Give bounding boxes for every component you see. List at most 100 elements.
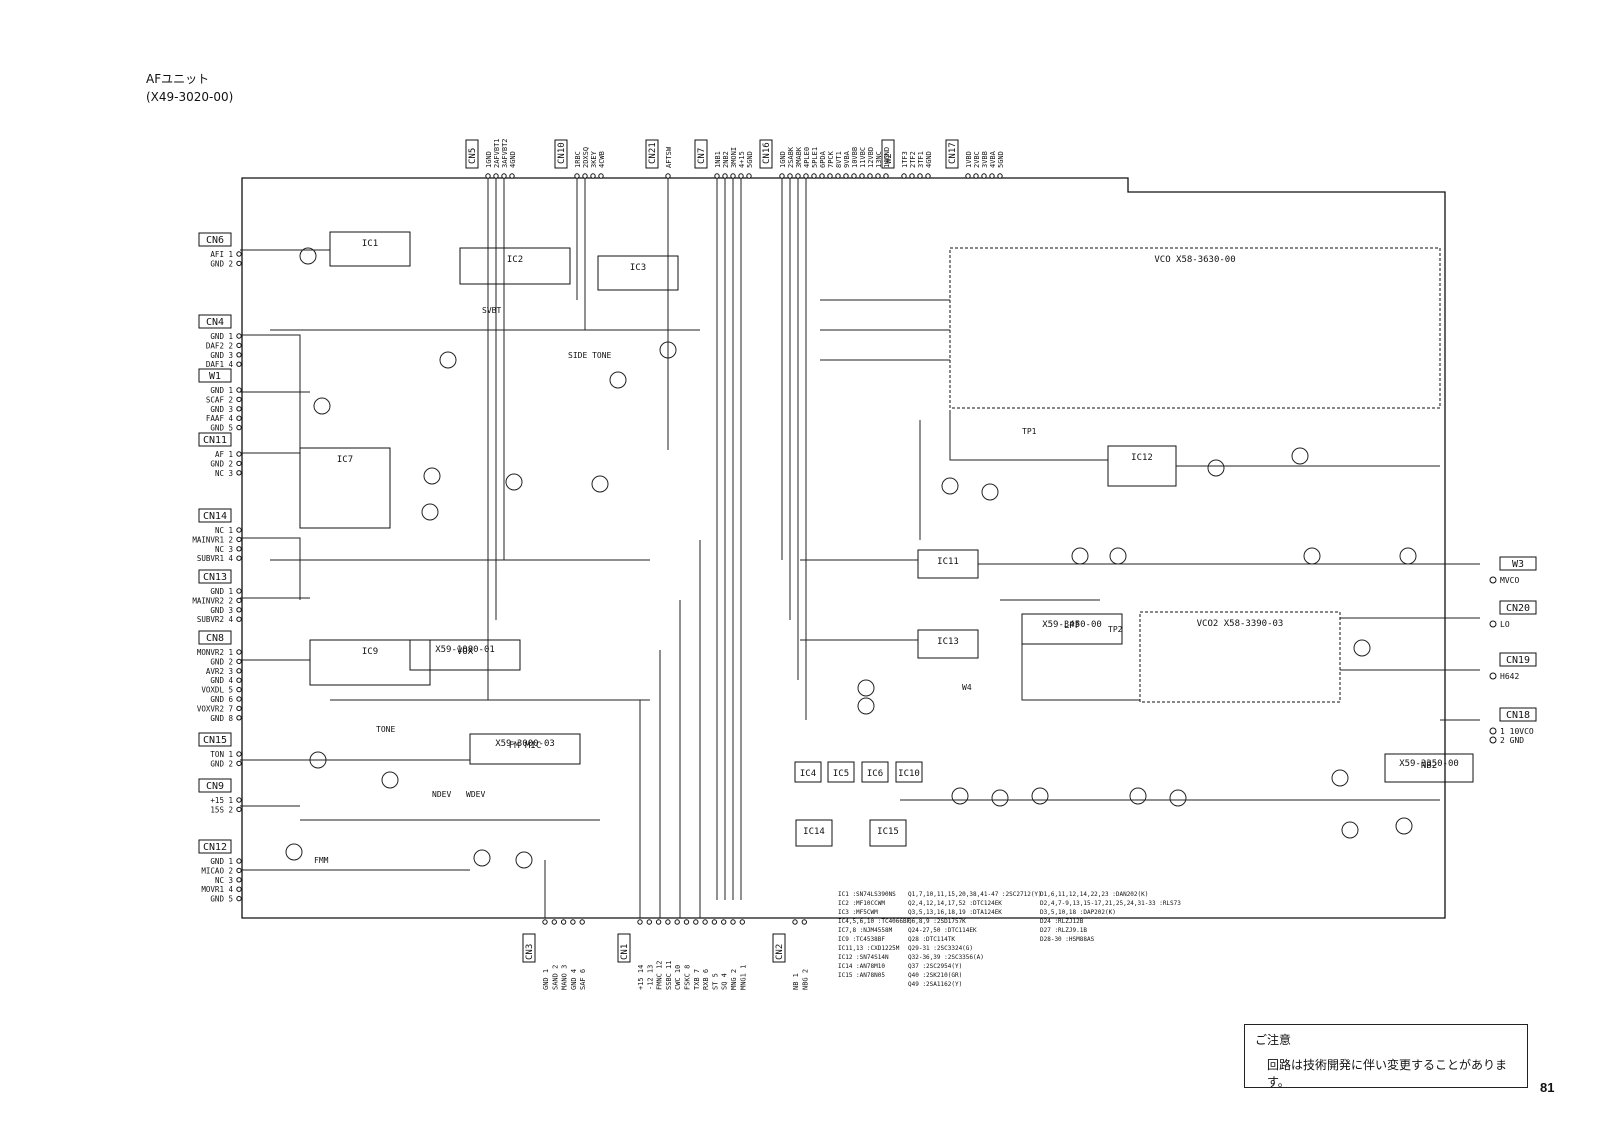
connector-pin-label: 1TF3 xyxy=(901,151,909,168)
pin-terminal xyxy=(590,173,596,179)
transistor-symbol xyxy=(1399,547,1417,565)
pin-terminal xyxy=(236,715,242,721)
transistor-symbol xyxy=(991,789,1009,807)
transistor-symbol xyxy=(423,467,441,485)
connector-pin-label: NC 3 xyxy=(215,545,233,554)
connector-pin-label: 5GND xyxy=(746,151,754,168)
ic-outline xyxy=(299,447,391,529)
pin-terminal xyxy=(693,919,699,925)
pin-terminal xyxy=(509,173,515,179)
connector-pin-label: AVR2 3 xyxy=(206,667,233,676)
pin-terminal xyxy=(811,173,817,179)
pin-terminal xyxy=(236,895,242,902)
pin-terminal xyxy=(236,406,242,412)
pin-terminal xyxy=(835,173,841,179)
connector-pin-label: 9VBA xyxy=(843,150,851,168)
connector-pin-label: 2TF2 xyxy=(909,151,917,168)
connector-pin-label: SQ 4 xyxy=(721,973,729,990)
ic-label-ic12: IC12 xyxy=(1131,453,1153,463)
pin-terminal xyxy=(997,173,1003,179)
pin-terminal xyxy=(236,588,242,594)
ic-label-ic5: IC5 xyxy=(833,769,849,779)
connector-pin-label: 13NC xyxy=(875,151,883,168)
pin-terminal xyxy=(236,607,242,613)
ic-outline xyxy=(827,761,855,783)
connector-tag xyxy=(1499,652,1537,667)
connector-pin-label: MVCO xyxy=(1500,576,1519,585)
pin-terminal xyxy=(674,919,680,925)
ic-label-ic7: IC7 xyxy=(337,455,353,465)
connector-tag xyxy=(1499,707,1537,722)
connector-pin-label: DAF1 4 xyxy=(206,360,234,369)
connector-pin-label: TXB 7 xyxy=(693,969,701,990)
legend-entry: Q6,8,9 :2SD1757K xyxy=(908,918,966,925)
pin-terminal xyxy=(236,361,242,367)
pin-terminal xyxy=(236,668,242,674)
signal-traces xyxy=(240,178,1480,918)
ic-label-x59-3350-00: X59-3350-00 xyxy=(1399,759,1459,769)
connector-pin-label: MONVR2 1 xyxy=(197,648,233,657)
connector-pin-label: GND 2 xyxy=(210,759,233,768)
legend-entry: IC14 :AN78M10 xyxy=(838,963,885,970)
connector-pin-label: 2AFVBT1 xyxy=(493,138,501,168)
connector-label: CN21 xyxy=(648,142,658,164)
connector-label: CN17 xyxy=(948,142,958,164)
pin-terminal xyxy=(1489,736,1497,744)
connector-pin-label: GND 4 xyxy=(570,969,578,990)
connector-label: CN18 xyxy=(1506,710,1530,721)
annotation-tp2: TP2 xyxy=(1108,625,1123,634)
connector-pin-label: +15 14 xyxy=(637,965,645,990)
annotation-tp1: TP1 xyxy=(1022,427,1037,436)
connector-pin-label: AFTSW xyxy=(665,146,673,168)
pin-terminal xyxy=(236,867,242,874)
ic-label-vco-x58-3630-00: VCO X58-3630-00 xyxy=(1154,255,1235,265)
pin-terminal xyxy=(501,173,507,179)
pin-terminal xyxy=(560,919,567,925)
connector-label: W2 xyxy=(884,153,894,164)
pin-terminal xyxy=(655,919,662,925)
pin-terminal xyxy=(485,173,491,179)
pin-terminal xyxy=(925,173,931,179)
page-number: 81 xyxy=(1540,1080,1555,1095)
transistor-symbol xyxy=(591,475,609,493)
pin-terminal xyxy=(730,919,736,925)
connector-label: CN10 xyxy=(557,142,567,164)
pin-terminal xyxy=(236,677,242,683)
trace xyxy=(1021,644,1140,701)
connector-pin-label: 4GND xyxy=(925,151,933,168)
annotation-svbt: SVBT xyxy=(482,306,501,315)
pin-terminal xyxy=(973,173,979,179)
pin-terminal xyxy=(665,173,671,179)
connector-tag xyxy=(198,732,232,747)
connector-pin-label: GND 1 xyxy=(210,587,233,596)
pin-terminal xyxy=(551,919,557,925)
ic-label-lpf: LPF xyxy=(1064,621,1080,631)
connector-pin-label: 2NB2 xyxy=(722,151,730,168)
connector-pin-label: GND 2 xyxy=(210,259,233,268)
connector-label: W1 xyxy=(209,371,221,382)
connector-tag xyxy=(198,232,232,247)
connector-tag xyxy=(772,933,786,963)
pin-terminal xyxy=(236,806,242,813)
pin-terminal xyxy=(665,919,671,925)
ic-outline xyxy=(949,247,1441,409)
connector-tag xyxy=(945,139,959,169)
connector-label: CN1 xyxy=(620,944,630,960)
ic-label-ic11: IC11 xyxy=(937,557,959,567)
connector-tag xyxy=(465,139,479,169)
connector-pin-label: 1 10VCO xyxy=(1500,727,1534,736)
connector-label: CN15 xyxy=(203,735,227,746)
ic-outline xyxy=(1107,445,1177,487)
legend-entry: Q1,7,10,11,15,20,38,41-47 :2SC2712(Y) xyxy=(908,891,1042,898)
connector-pin-label: 1VBD xyxy=(965,151,973,168)
connector-pin-label: MNG1 1 xyxy=(739,965,747,990)
connector-pin-label: AF 1 xyxy=(215,450,233,459)
pin-terminal xyxy=(236,470,242,476)
connector-pin-label: +15 1 xyxy=(210,796,233,805)
transistor-symbol xyxy=(505,473,523,491)
pin-terminal xyxy=(236,858,242,864)
pin-terminal xyxy=(722,173,728,179)
